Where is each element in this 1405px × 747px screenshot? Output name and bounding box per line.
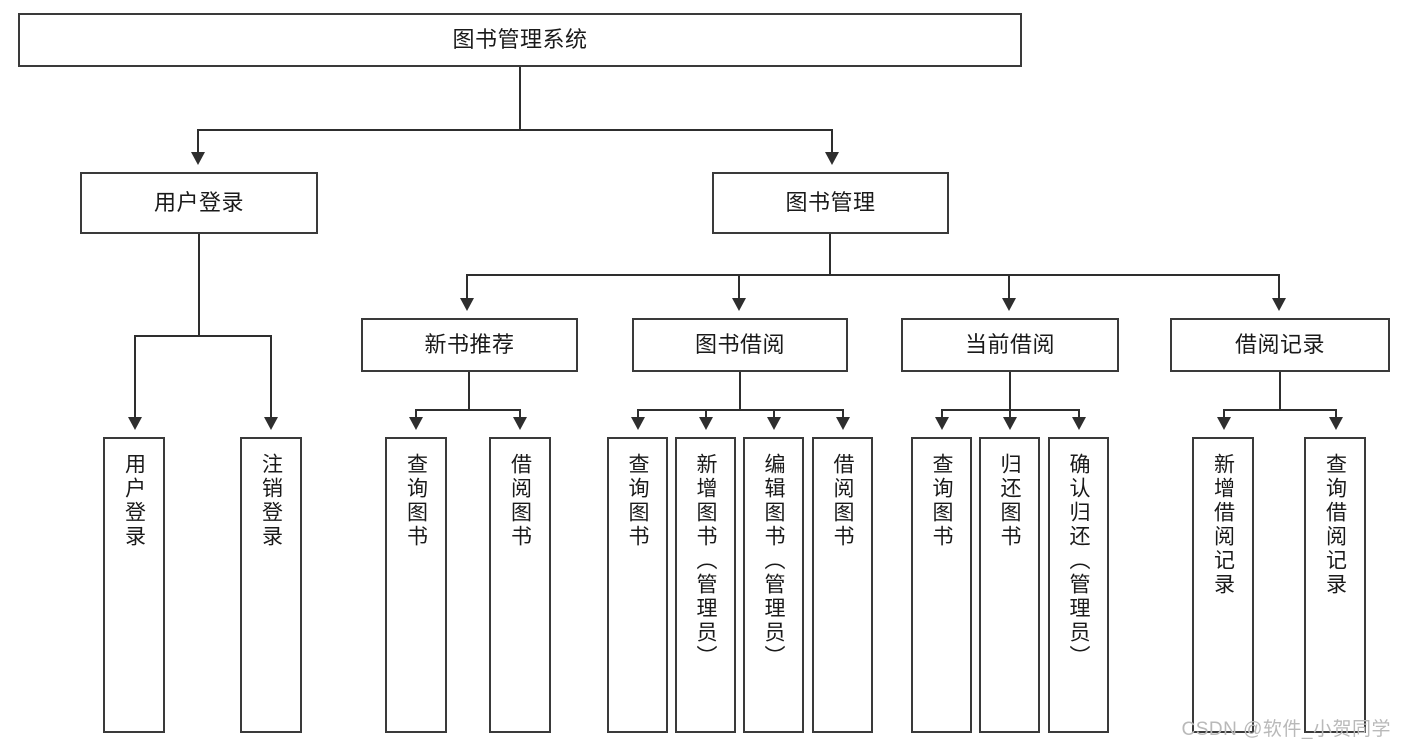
arrowhead-to-borrow-record (1272, 298, 1286, 311)
connector-level2-bus (197, 129, 833, 131)
arrowhead-to-leaf-query-record (1329, 417, 1343, 430)
leaf-edit-book[interactable]: 编辑图书（管理员） (743, 437, 804, 733)
leaf-add-book[interactable]: 新增图书（管理员） (675, 437, 736, 733)
node-label: 归还图书 (998, 453, 1021, 549)
connector-user-login-drop-2 (270, 335, 272, 417)
connector-new-book-drop-2 (519, 409, 521, 417)
leaf-confirm-return[interactable]: 确认归还（管理员） (1048, 437, 1109, 733)
leaf-borrow-book-2[interactable]: 借阅图书 (812, 437, 873, 733)
node-label: 当前借阅 (964, 332, 1055, 358)
leaf-add-record[interactable]: 新增借阅记录 (1192, 437, 1254, 733)
node-label: 借阅图书 (831, 453, 854, 549)
arrowhead-to-leaf-borrow-book-2 (836, 417, 850, 430)
node-label: 查询图书 (626, 453, 649, 549)
node-book-management[interactable]: 图书管理 (712, 172, 949, 234)
connector-user-login-drop-1 (134, 335, 136, 417)
arrowhead-to-leaf-query-book-3 (935, 417, 949, 430)
node-label: 查询借阅记录 (1323, 453, 1347, 597)
arrowhead-to-user-login (191, 152, 205, 165)
node-label: 确认归还（管理员） (1067, 453, 1090, 669)
arrowhead-to-current-borrow (1002, 298, 1016, 311)
node-label: 借阅图书 (508, 453, 532, 549)
leaf-query-book-3[interactable]: 查询图书 (911, 437, 972, 733)
arrowhead-to-leaf-confirm-return (1072, 417, 1086, 430)
arrowhead-to-leaf-query-book-2 (631, 417, 645, 430)
arrowhead-to-book-borrow (732, 298, 746, 311)
arrowhead-to-leaf-user-login (128, 417, 142, 430)
node-user-login[interactable]: 用户登录 (80, 172, 318, 234)
node-label: 查询图书 (404, 453, 428, 549)
connector-borrow-record-drop-2 (1335, 409, 1337, 417)
connector-current-borrow-stem (1009, 372, 1011, 409)
arrowhead-to-leaf-return-book (1003, 417, 1017, 430)
arrowhead-to-leaf-add-record (1217, 417, 1231, 430)
arrowhead-to-book-management (825, 152, 839, 165)
arrowhead-to-leaf-query-book-1 (409, 417, 423, 430)
node-borrow-record[interactable]: 借阅记录 (1170, 318, 1390, 372)
connector-level3-drop-3 (1008, 274, 1010, 298)
arrowhead-to-leaf-edit-book (767, 417, 781, 430)
node-label: 查询图书 (930, 453, 953, 549)
node-label: 用户登录 (122, 453, 146, 549)
arrowhead-to-leaf-borrow-book-1 (513, 417, 527, 430)
node-book-borrow[interactable]: 图书借阅 (632, 318, 848, 372)
leaf-logout-login[interactable]: 注销登录 (240, 437, 302, 733)
connector-borrow-record-bus (1223, 409, 1337, 411)
connector-new-book-drop-1 (415, 409, 417, 417)
node-label: 图书管理 (785, 190, 876, 216)
leaf-borrow-book-1[interactable]: 借阅图书 (489, 437, 551, 733)
node-label: 图书管理系统 (452, 27, 588, 53)
node-label: 注销登录 (259, 453, 283, 549)
node-new-book-recommend[interactable]: 新书推荐 (361, 318, 578, 372)
leaf-query-record[interactable]: 查询借阅记录 (1304, 437, 1366, 733)
node-current-borrow[interactable]: 当前借阅 (901, 318, 1119, 372)
connector-current-borrow-drop-3 (1078, 409, 1080, 417)
node-label: 新增图书（管理员） (694, 453, 717, 669)
arrowhead-to-new-book-recommend (460, 298, 474, 311)
connector-book-borrow-drop-2 (705, 409, 707, 417)
node-label: 借阅记录 (1234, 332, 1325, 358)
node-label: 新增借阅记录 (1211, 453, 1235, 597)
leaf-query-book-2[interactable]: 查询图书 (607, 437, 668, 733)
connector-new-book-stem (468, 372, 470, 409)
connector-borrow-record-drop-1 (1223, 409, 1225, 417)
connector-root-stem (519, 67, 521, 129)
connector-new-book-bus (415, 409, 521, 411)
connector-book-borrow-drop-1 (637, 409, 639, 417)
connector-level3-drop-1 (466, 274, 468, 298)
leaf-return-book[interactable]: 归还图书 (979, 437, 1040, 733)
node-label: 图书借阅 (694, 332, 785, 358)
connector-level3-drop-4 (1278, 274, 1280, 298)
arrowhead-to-leaf-add-book (699, 417, 713, 430)
node-label: 编辑图书（管理员） (762, 453, 785, 669)
connector-borrow-record-stem (1279, 372, 1281, 409)
connector-level2-drop-right (831, 129, 833, 152)
connector-book-borrow-bus (637, 409, 844, 411)
leaf-user-login[interactable]: 用户登录 (103, 437, 165, 733)
connector-book-borrow-stem (739, 372, 741, 409)
connector-level3-drop-2 (738, 274, 740, 298)
connector-current-borrow-drop-2 (1009, 409, 1011, 417)
connector-level3-bus (466, 274, 1280, 276)
arrowhead-to-leaf-logout-login (264, 417, 278, 430)
leaf-query-book-1[interactable]: 查询图书 (385, 437, 447, 733)
node-root-system[interactable]: 图书管理系统 (18, 13, 1022, 67)
connector-level2-drop-left (197, 129, 199, 152)
node-label: 用户登录 (153, 190, 244, 216)
connector-current-borrow-drop-1 (941, 409, 943, 417)
connector-book-management-stem (829, 234, 831, 274)
connector-user-login-stem (198, 234, 200, 335)
node-label: 新书推荐 (424, 332, 515, 358)
connector-book-borrow-drop-4 (842, 409, 844, 417)
connector-user-login-bus (134, 335, 272, 337)
connector-book-borrow-drop-3 (773, 409, 775, 417)
